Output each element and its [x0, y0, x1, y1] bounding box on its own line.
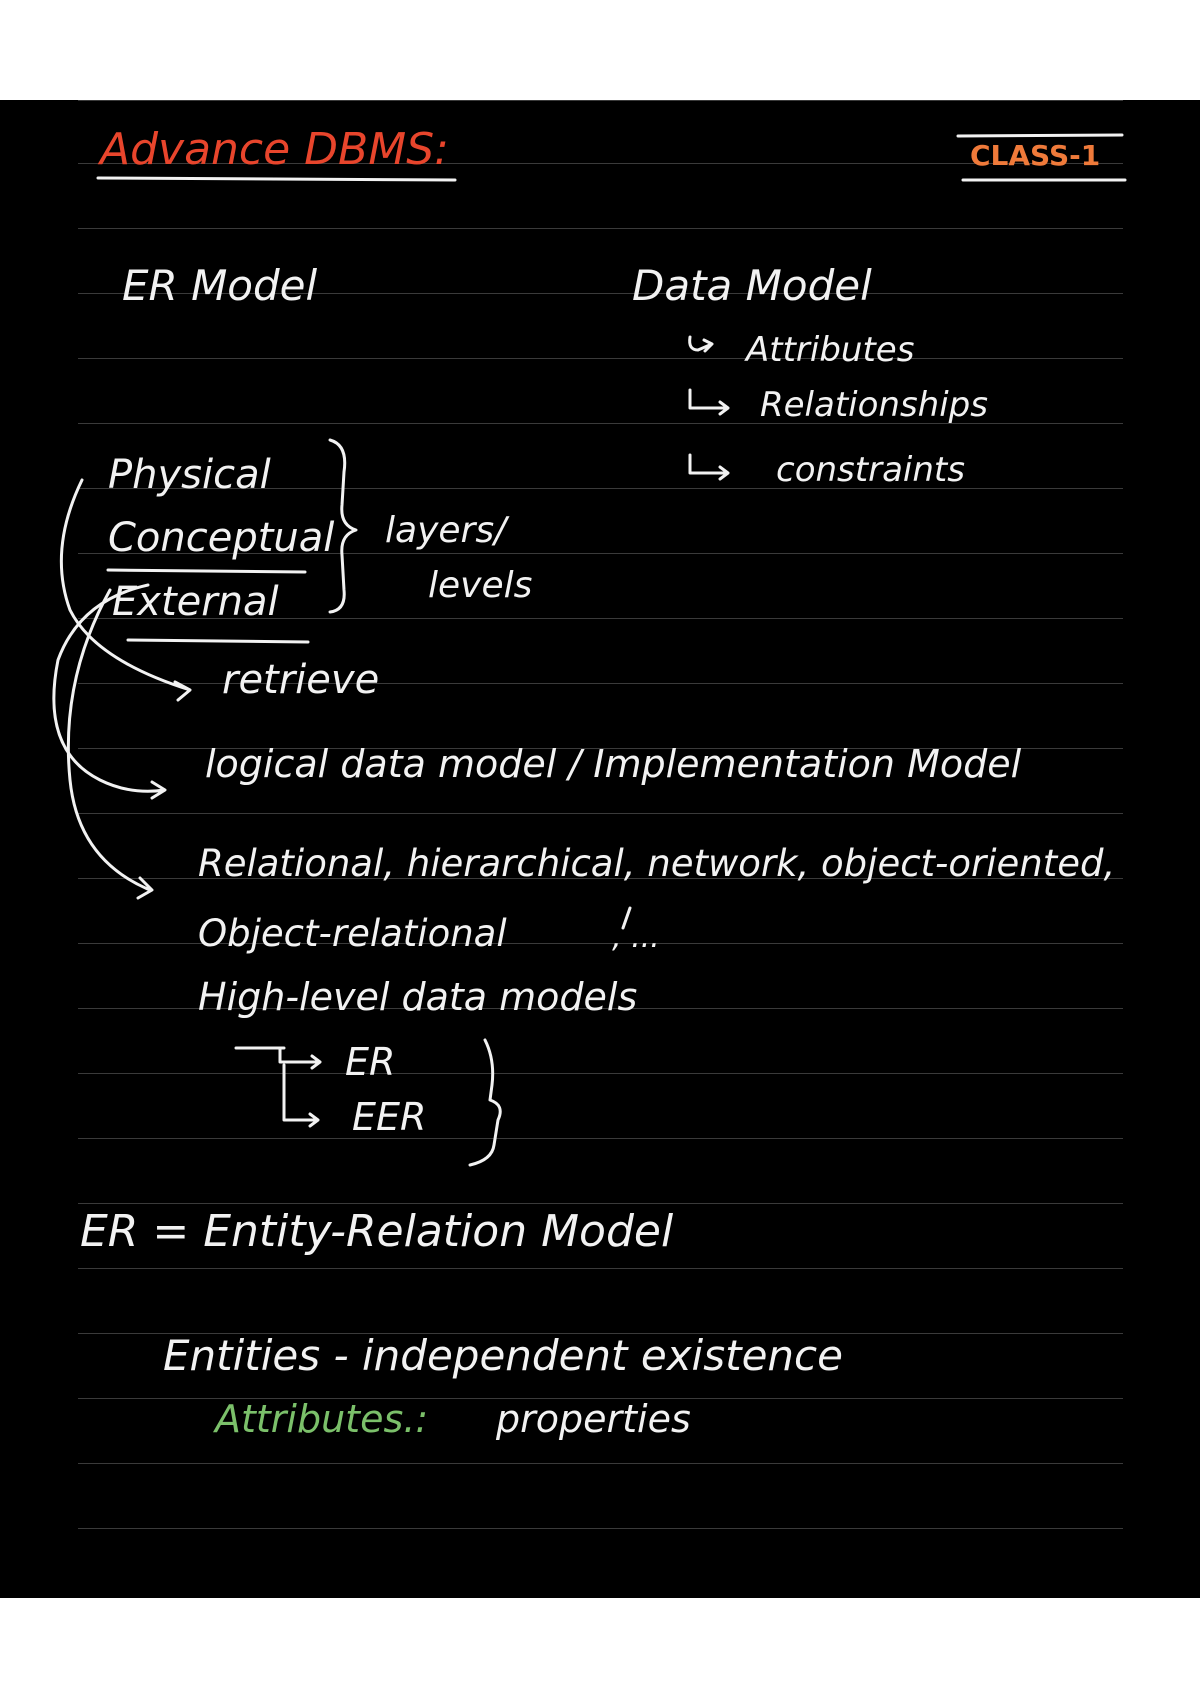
retrieve-arrow: [59, 478, 192, 702]
data-model-item: Relationships: [760, 385, 988, 425]
ruled-line: [78, 163, 1123, 164]
ruled-line: [78, 1528, 1123, 1529]
data-model-heading: Data Model: [632, 261, 872, 310]
data-model-item: constraints: [776, 450, 965, 490]
arrow-icon: [282, 1063, 320, 1128]
ruled-line: [78, 943, 1123, 944]
arrow-icon: [688, 388, 730, 416]
high-level-models: High-level data models: [198, 975, 638, 1019]
ruled-line: [78, 100, 1123, 101]
ruled-line: [78, 1203, 1123, 1204]
notebook-page: Advance DBMS: CLASS-1 ER Model Data Mode…: [0, 100, 1200, 1598]
layer-underline: [126, 638, 310, 644]
ruled-line: [78, 878, 1123, 879]
model-types-line: Relational, hierarchical, network, objec…: [198, 842, 1116, 885]
layer-item: Physical: [108, 452, 271, 498]
brace-icon: [468, 1038, 502, 1167]
layer-item: External: [112, 579, 279, 625]
class-label: CLASS-1: [970, 139, 1101, 172]
ruled-line: [78, 813, 1123, 814]
ellipsis: , ...: [612, 920, 660, 955]
ruled-line: [78, 1398, 1123, 1399]
brace-icon: [328, 438, 358, 614]
entities-definition: Entities - independent existence: [163, 1331, 843, 1380]
ruled-line: [78, 748, 1123, 749]
handwritten-strokes: [52, 133, 1127, 1167]
data-model-item: Attributes: [746, 330, 915, 370]
ruled-line: [78, 293, 1123, 294]
ruled-line: [78, 1008, 1123, 1009]
model-types-line: Object-relational: [198, 912, 507, 955]
arrow-icon: [234, 1046, 322, 1070]
ruled-line: [78, 1463, 1123, 1464]
sub-model-item: EER: [352, 1095, 427, 1139]
comma-stroke: [621, 906, 632, 930]
layers-note: layers/: [385, 510, 507, 551]
attributes-label: Attributes.:: [215, 1397, 429, 1441]
attributes-value: properties: [496, 1397, 691, 1441]
retrieve-label: retrieve: [222, 657, 380, 703]
sub-model-item: ER: [345, 1040, 396, 1084]
arrow-icon: [688, 453, 730, 481]
logical-arrow: [52, 583, 167, 800]
ruled-line: [78, 228, 1123, 229]
ruled-line: [78, 553, 1123, 554]
title-underline: [96, 176, 457, 182]
ruled-line: [78, 358, 1123, 359]
ruled-line: [78, 1073, 1123, 1074]
ruled-line: [78, 618, 1123, 619]
er-model-heading: ER Model: [122, 261, 318, 310]
ruled-line: [78, 488, 1123, 489]
ruled-line: [78, 423, 1123, 424]
ruled-line: [78, 683, 1123, 684]
ruled-line: [78, 1138, 1123, 1139]
ruled-line: [78, 1268, 1123, 1269]
logical-model-label: logical data model / Implementation Mode…: [205, 742, 1022, 786]
layer-item: Conceptual: [108, 515, 335, 561]
class-overline: [956, 133, 1124, 138]
arrow-icon: [688, 335, 714, 353]
er-definition: ER = Entity-Relation Model: [80, 1206, 674, 1257]
models-arrow: [66, 588, 154, 900]
ruled-line: [78, 1333, 1123, 1334]
page-title: Advance DBMS:: [100, 124, 449, 175]
levels-note: levels: [428, 565, 533, 606]
layer-underline: [106, 568, 307, 574]
